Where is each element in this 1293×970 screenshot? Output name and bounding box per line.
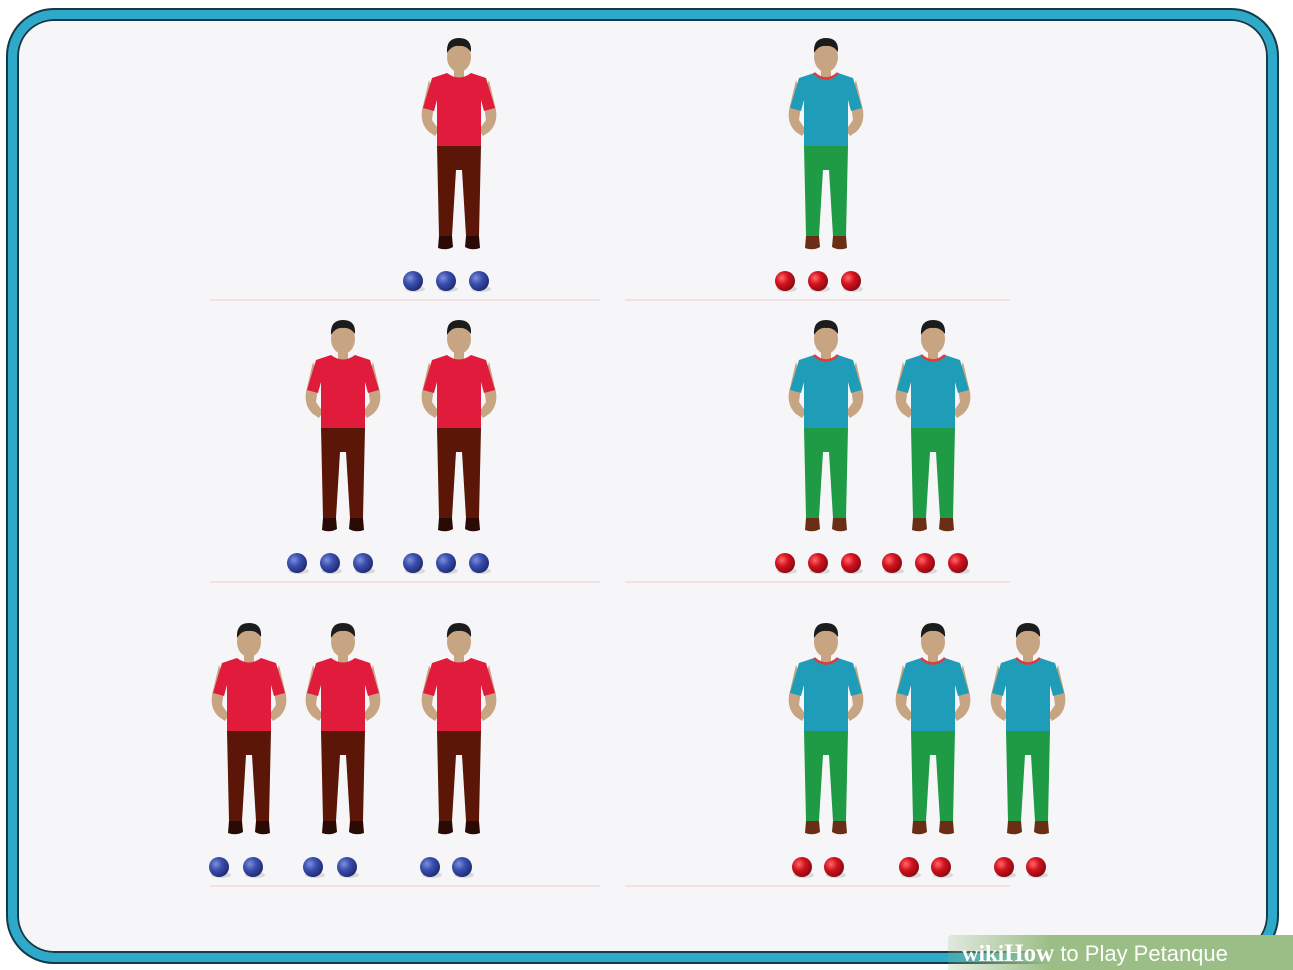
- red-boule: [792, 857, 812, 877]
- team-b-player-triples: [789, 623, 864, 834]
- team-b-player-triples: [991, 623, 1066, 834]
- blue-boule: [320, 553, 340, 573]
- team-a-boules: [420, 857, 474, 878]
- red-boule: [899, 857, 919, 877]
- team-b-boules: [882, 553, 970, 574]
- watermark-title: to Play Petanque: [1060, 941, 1228, 966]
- team-b-boules: [792, 857, 846, 878]
- red-boule: [775, 271, 795, 291]
- watermark-how: How: [1004, 940, 1054, 967]
- blue-boule: [403, 271, 423, 291]
- wikihow-watermark: wikiHow to Play Petanque: [948, 935, 1293, 970]
- team-b-boules: [775, 553, 863, 574]
- team-a-player-doubles: [422, 320, 497, 531]
- blue-boule: [287, 553, 307, 573]
- red-boule: [882, 553, 902, 573]
- team-a-boules: [403, 271, 491, 292]
- red-boule: [824, 857, 844, 877]
- team-a-player-triples: [306, 623, 381, 834]
- red-boule: [775, 553, 795, 573]
- red-boule: [915, 553, 935, 573]
- red-boule: [841, 553, 861, 573]
- red-boule: [931, 857, 951, 877]
- blue-boule: [436, 553, 456, 573]
- blue-boule: [303, 857, 323, 877]
- blue-boule: [403, 553, 423, 573]
- blue-boule: [452, 857, 472, 877]
- red-boule: [1026, 857, 1046, 877]
- red-boule: [808, 553, 828, 573]
- team-a-boules: [403, 553, 491, 574]
- red-boule: [948, 553, 968, 573]
- team-a-player-singles: [422, 38, 497, 249]
- watermark-wiki: wiki: [962, 941, 1004, 966]
- team-a-player-triples: [422, 623, 497, 834]
- team-a-player-triples: [212, 623, 287, 834]
- blue-boule: [209, 857, 229, 877]
- team-b-player-singles: [789, 38, 864, 249]
- blue-boule: [420, 857, 440, 877]
- team-b-boules: [994, 857, 1048, 878]
- team-b-boules: [899, 857, 953, 878]
- team-a-boules: [287, 553, 375, 574]
- blue-boule: [337, 857, 357, 877]
- blue-boule: [436, 271, 456, 291]
- blue-boule: [353, 553, 373, 573]
- red-boule: [994, 857, 1014, 877]
- team-b-player-doubles: [896, 320, 971, 531]
- red-boule: [808, 271, 828, 291]
- blue-boule: [469, 553, 489, 573]
- blue-boule: [243, 857, 263, 877]
- blue-boule: [469, 271, 489, 291]
- red-boule: [841, 271, 861, 291]
- team-a-player-doubles: [306, 320, 381, 531]
- team-a-boules: [209, 857, 265, 878]
- team-b-player-doubles: [789, 320, 864, 531]
- team-b-player-triples: [896, 623, 971, 834]
- team-b-boules: [775, 271, 863, 292]
- team-a-boules: [303, 857, 359, 878]
